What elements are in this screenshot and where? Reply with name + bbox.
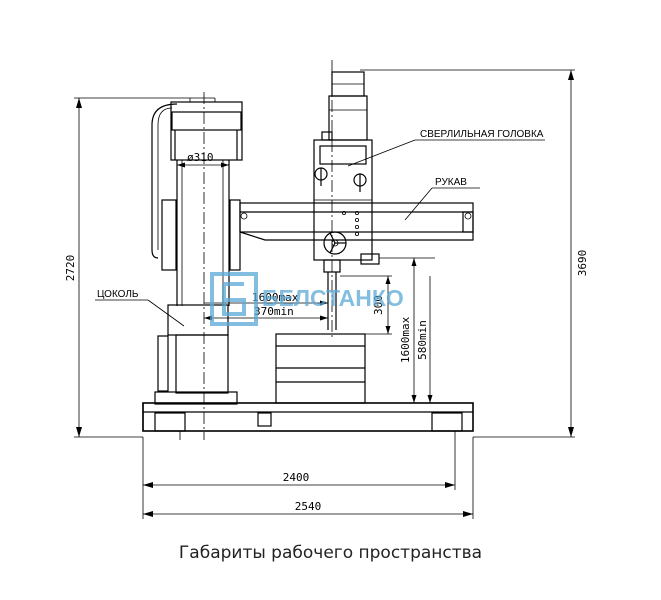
base-label: ЦОКОЛЬ: [97, 289, 139, 300]
spindle-max-label: 1600max: [252, 291, 299, 304]
machine-base: [142, 391, 474, 440]
work-table: [275, 333, 366, 404]
dimensions: [74, 69, 575, 519]
column-height-label: 2720: [64, 255, 77, 282]
figure-caption: Габариты рабочего пространства: [178, 543, 483, 563]
spindle-min-label: 370min: [254, 305, 294, 318]
total-height-label: 3690: [576, 250, 589, 277]
outer-width-label: 2540: [295, 500, 322, 513]
inner-width-label: 2400: [283, 471, 310, 484]
stroke-label: 300: [372, 295, 385, 315]
watermark-logo-icon: [210, 272, 258, 326]
radial-arm: [239, 202, 474, 241]
column: [151, 92, 243, 440]
drill-head: [313, 60, 380, 340]
arm-label: РУКАВ: [435, 177, 467, 188]
table-max-label: 1600max: [399, 316, 412, 363]
callout-leaders: [95, 139, 545, 327]
drill-head-label: СВЕРЛИЛЬНАЯ ГОЛОВКА: [420, 129, 544, 140]
watermark: БЕЛСТАНКО: [210, 272, 404, 326]
table-min-label: 580min: [416, 320, 429, 360]
column-diameter-label: ø310: [187, 151, 214, 164]
watermark-text: БЕЛСТАНКО: [262, 285, 404, 311]
